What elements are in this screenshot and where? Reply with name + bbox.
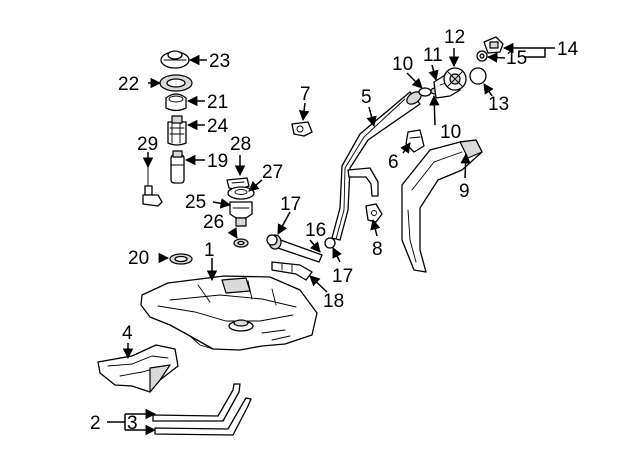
callout-labels: 1 2 3 4 5 6 7 8 9 10 10 11 12 13 14 15 1… bbox=[90, 27, 579, 434]
heat-shield-4 bbox=[97, 344, 179, 393]
callout-17-top: 17 bbox=[280, 194, 301, 215]
gasket-21 bbox=[165, 93, 187, 112]
callout-21: 21 bbox=[207, 92, 228, 113]
fuel-gauge-sender-29 bbox=[142, 165, 163, 207]
cap-gasket-13 bbox=[469, 67, 487, 85]
callout-13: 13 bbox=[488, 94, 509, 115]
callout-2: 2 bbox=[90, 413, 101, 434]
o-ring-26 bbox=[233, 238, 249, 248]
callout-10-bottom: 10 bbox=[440, 122, 461, 143]
callout-16: 16 bbox=[305, 220, 326, 241]
callout-9: 9 bbox=[459, 181, 470, 202]
leader-lines bbox=[107, 42, 555, 436]
callout-14: 14 bbox=[557, 39, 579, 60]
splash-shield-9 bbox=[401, 139, 483, 273]
callout-5: 5 bbox=[361, 87, 372, 108]
tank-straps-2-3 bbox=[152, 383, 252, 436]
callout-11: 11 bbox=[423, 45, 443, 66]
callout-25: 25 bbox=[185, 192, 206, 213]
callout-22: 22 bbox=[118, 74, 139, 95]
callout-1: 1 bbox=[204, 240, 215, 261]
fuel-cap-12 bbox=[443, 67, 467, 91]
fuel-tank-1 bbox=[140, 275, 318, 351]
callout-24: 24 bbox=[207, 116, 229, 137]
callout-7: 7 bbox=[300, 84, 311, 105]
callout-17-bottom: 17 bbox=[332, 266, 353, 287]
callout-6: 6 bbox=[388, 152, 399, 173]
callout-26: 26 bbox=[203, 212, 224, 233]
clip-8 bbox=[365, 203, 383, 223]
gasket-20 bbox=[169, 253, 193, 265]
callout-3: 3 bbox=[127, 413, 138, 434]
callout-27: 27 bbox=[262, 162, 283, 183]
bracket-7 bbox=[291, 121, 313, 137]
callout-20: 20 bbox=[128, 248, 149, 269]
retainer-ring-22 bbox=[159, 74, 193, 92]
callout-29: 29 bbox=[137, 134, 158, 155]
callout-10-top: 10 bbox=[392, 54, 413, 75]
callout-18: 18 bbox=[323, 291, 344, 312]
callout-23: 23 bbox=[209, 51, 230, 72]
callout-4: 4 bbox=[122, 323, 133, 344]
fuel-filter-24 bbox=[167, 115, 187, 146]
fuel-door-assembly-14 bbox=[483, 36, 504, 54]
callout-15: 15 bbox=[506, 48, 527, 69]
hose-clamp-17 bbox=[266, 234, 336, 249]
callout-19: 19 bbox=[207, 151, 228, 172]
door-spring-15 bbox=[476, 50, 488, 62]
pressure-regulator-25 bbox=[229, 201, 253, 227]
pump-support-27 bbox=[227, 186, 255, 200]
breather-hose-18 bbox=[271, 261, 313, 281]
callout-28: 28 bbox=[230, 134, 251, 155]
callout-8: 8 bbox=[372, 239, 383, 260]
callout-12: 12 bbox=[444, 27, 465, 48]
pump-cover-23 bbox=[160, 50, 190, 69]
fuel-pump-19 bbox=[170, 150, 185, 184]
bracket-6 bbox=[405, 129, 425, 153]
